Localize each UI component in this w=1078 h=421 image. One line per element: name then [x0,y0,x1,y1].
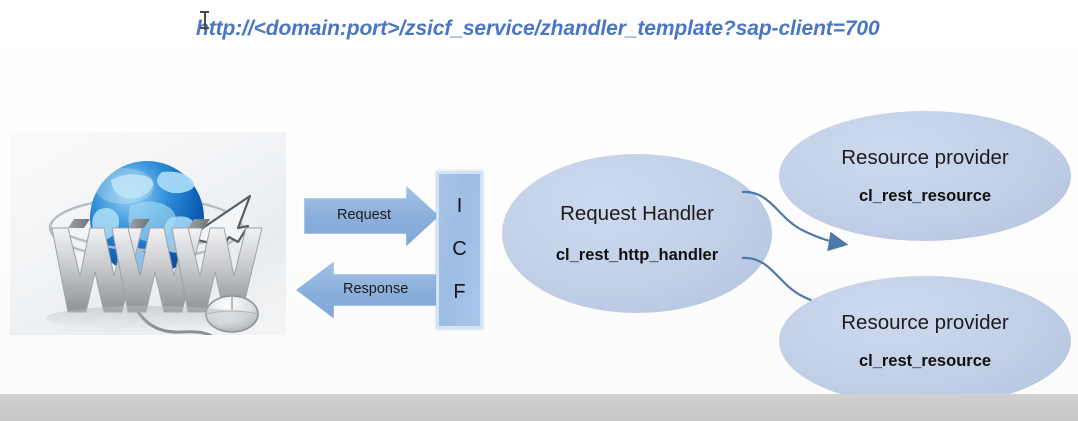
url-text: http://<domain:port>/zsicf_service/zhand… [196,17,880,40]
url-label: http://<domain:port>/zsicf_service/zhand… [196,10,916,46]
request-arrow-label: Request [337,207,392,223]
response-arrow: Response [291,256,443,324]
request-handler-class: cl_rest_http_handler [555,245,719,264]
handler-to-resource-top-arrow [741,190,849,252]
text-caret-icon [200,10,209,32]
resource-provider-title-1: Resource provider [841,145,1009,169]
icf-letter-f: F [453,281,466,304]
resource-provider-ellipse-2: Resource provider cl_rest_resource [779,276,1071,406]
response-arrow-label: Response [343,281,409,297]
resource-provider-class-2: cl_rest_resource [858,352,992,370]
request-arrow: Request [301,181,443,251]
resource-provider-class-1: cl_rest_resource [858,187,992,205]
resource-provider-ellipse-1: Resource provider cl_rest_resource [779,111,1071,241]
bottom-gray-band [0,394,1078,421]
icf-letter-i: I [456,194,463,217]
request-handler-title: Request Handler [560,202,714,225]
resource-provider-title-2: Resource provider [841,310,1009,334]
request-handler-ellipse: Request Handler cl_rest_http_handler [502,154,772,313]
icf-box: I C F [436,171,483,329]
icf-letter-c: C [452,237,467,260]
internet-globe-image [10,132,286,335]
